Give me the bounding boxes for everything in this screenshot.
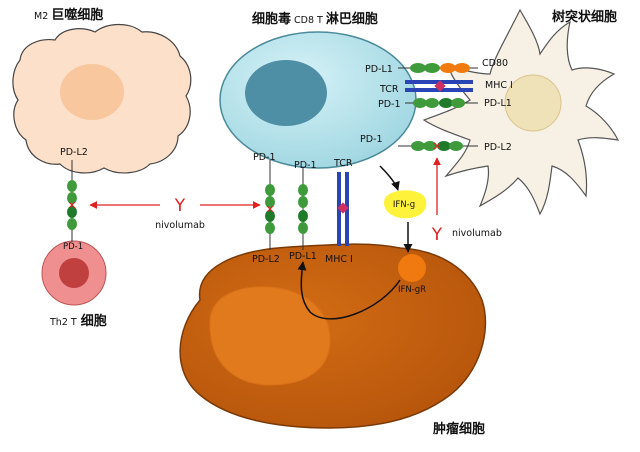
label-tcr-cd8: TCR <box>379 84 399 95</box>
label-ifng: IFN-g <box>393 200 415 210</box>
cd8-t-cell <box>219 31 417 169</box>
label-pdl1-dc: PD-L1 <box>484 98 512 109</box>
label-pd1-th2: PD-1 <box>63 242 83 252</box>
cd8-nucleus <box>245 60 327 126</box>
pd1-pdl2-dc: ✕ <box>398 140 478 153</box>
dendritic-cell <box>422 8 620 216</box>
tumor-nucleus <box>209 286 331 386</box>
antibody-icon: Y <box>431 225 443 245</box>
label-mhc-tumor: MHC I <box>325 254 353 265</box>
th2-t-cell <box>41 240 107 306</box>
label-pdl2-tumor: PD-L2 <box>252 254 280 265</box>
label-pdl1-cd8: PD-L1 <box>365 64 393 75</box>
dendritic-title: 树突状细胞 <box>552 9 617 25</box>
label-pd1-cd8-left: PD-1 <box>253 152 276 163</box>
m2-macrophage <box>12 23 192 174</box>
label-nivolumab-right: nivolumab <box>452 228 502 239</box>
secretion-arrow <box>379 165 400 191</box>
label-mhc-dc: MHC I <box>485 80 513 91</box>
block-x-icon: ✕ <box>265 203 274 216</box>
m2-th2-receptor: ✕ <box>67 160 77 242</box>
tumor-cell <box>179 243 487 429</box>
tumor-title: 肿瘤细胞 <box>433 421 485 437</box>
tcr-mhc-dc <box>405 80 473 92</box>
cd8-tumor-pd1-pdl2: ✕ <box>265 160 275 250</box>
label-pdl1-tumor: PD-L1 <box>289 251 317 262</box>
tcr-mhc-tumor <box>337 172 349 246</box>
block-x-icon: ✕ <box>67 199 76 212</box>
th2-nucleus <box>59 258 89 288</box>
label-pd1-cd8-right: PD-1 <box>378 99 401 110</box>
label-pdl2-dc: PD-L2 <box>484 142 512 153</box>
label-ifngr: IFN-gR <box>398 285 426 295</box>
label-pd1-cd8-lower: PD-1 <box>360 134 383 145</box>
m2-nucleus <box>60 64 124 120</box>
label-nivolumab-left: nivolumab <box>155 220 205 231</box>
label-tcr-cd8-bottom: TCR <box>333 158 353 169</box>
block-x-icon: ✕ <box>432 140 441 153</box>
pdl1-upregulation-arrow <box>297 261 401 320</box>
ifngr-receptor <box>398 254 426 282</box>
pdl1-cd80 <box>398 63 478 73</box>
label-pd1-cd8-mid: PD-1 <box>294 160 317 171</box>
dendritic-nucleus <box>504 74 562 132</box>
label-cd80: CD80 <box>482 58 508 69</box>
ifng-molecule <box>384 190 427 219</box>
pd1-pdl1-dc <box>405 98 478 108</box>
cd8-tumor-pd1-pdl1 <box>298 168 308 250</box>
antibody-icon: Y <box>174 196 186 216</box>
label-pdl2-m2: PD-L2 <box>60 147 88 158</box>
